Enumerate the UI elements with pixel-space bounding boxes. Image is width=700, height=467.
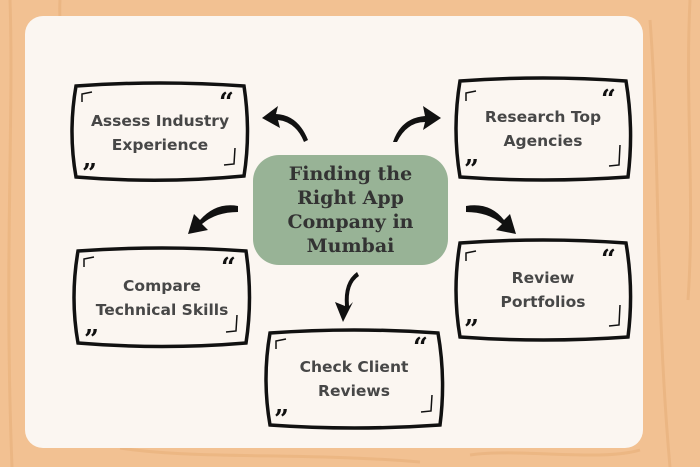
arrow-to-reviews-icon <box>335 272 359 322</box>
text-line: Mumbai <box>306 235 395 257</box>
text-line: Research Top <box>484 108 602 126</box>
open-quote-icon: “ <box>219 88 234 118</box>
arrow-to-assess-icon <box>262 106 308 142</box>
close-quote-icon: ” <box>84 325 99 355</box>
text-line: Company in <box>287 211 414 233</box>
open-quote-icon: “ <box>413 333 428 363</box>
sketch-frame <box>454 76 633 182</box>
sketch-frame <box>264 328 445 430</box>
arrow-to-research-icon <box>393 106 441 142</box>
sketch-frame <box>72 246 252 349</box>
sketch-frame <box>70 81 250 183</box>
node-review-portfolios: “ ” Review Portfolios <box>452 235 634 345</box>
close-quote-icon: ” <box>274 405 289 435</box>
text-line: Right App <box>297 187 404 209</box>
close-quote-icon: ” <box>464 315 479 345</box>
text-line: Assess Industry <box>90 111 230 130</box>
close-quote-icon: ” <box>82 159 97 189</box>
text-line: Agencies <box>503 132 583 150</box>
arrow-to-compare-icon <box>188 205 238 234</box>
open-quote-icon: “ <box>601 85 616 115</box>
text-line: Finding the <box>288 163 413 185</box>
text-line: Check Client <box>299 358 409 376</box>
text-line: Compare <box>123 277 201 295</box>
text-line: Reviews <box>318 382 390 400</box>
node-label: Review Portfolios <box>452 235 634 345</box>
text-line: Review Portfolios <box>500 269 586 311</box>
text-line: Experience <box>111 135 209 154</box>
close-quote-icon: ” <box>464 155 479 185</box>
open-quote-icon: “ <box>601 245 616 275</box>
text-line: Technical Skills <box>95 301 229 319</box>
sketch-frame <box>454 238 633 342</box>
open-quote-icon: “ <box>221 253 236 283</box>
arrow-to-portfolios-icon <box>466 205 516 234</box>
